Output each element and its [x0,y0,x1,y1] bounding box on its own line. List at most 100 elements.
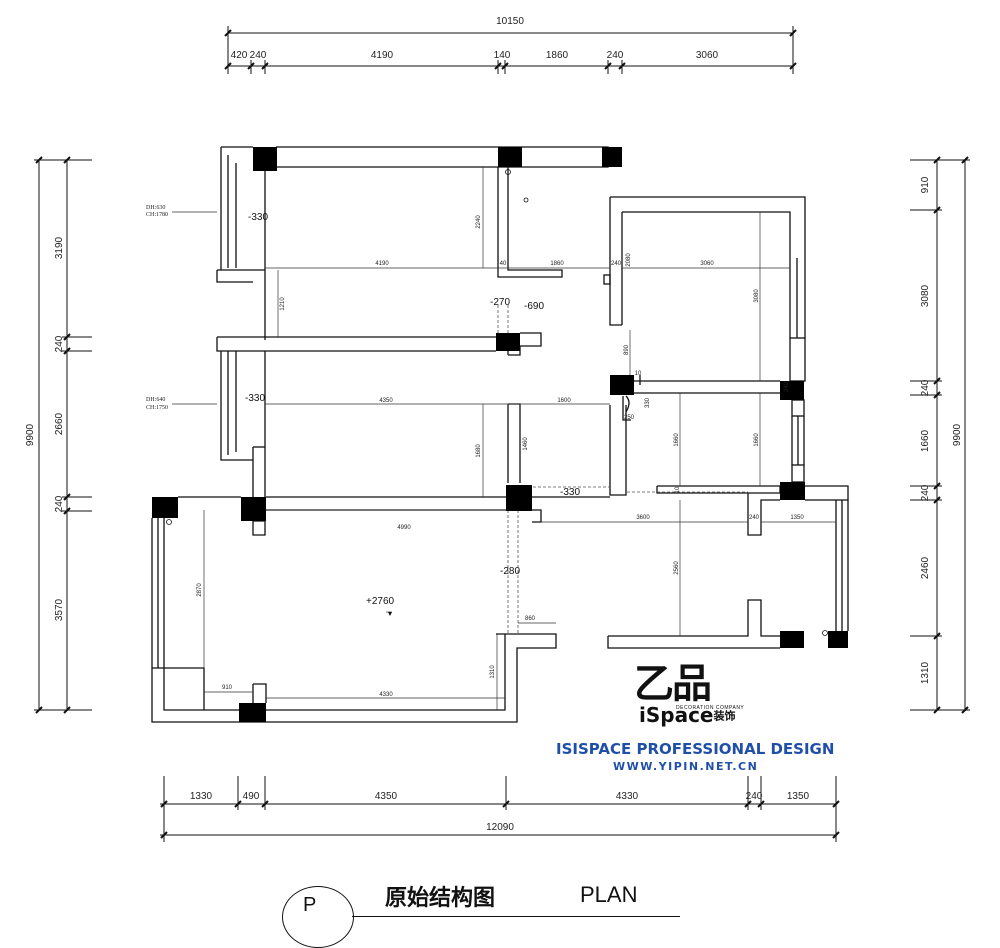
svg-text:3060: 3060 [700,261,714,267]
left-seg-4: 240 [54,495,65,512]
top-seg-1: 420 [231,50,248,61]
svg-text:DH:640: DH:640 [146,397,165,403]
floor-plan-drawing: 10150 420 240 4190 140 1860 240 3060 133… [25,16,970,842]
right-seg-6: 2460 [920,556,931,579]
window-notes: DH:630 CH:1780 DH:640 CH:1750 [146,205,168,411]
svg-text:910: 910 [222,685,233,691]
svg-text:4350: 4350 [379,398,393,404]
top-seg-6: 240 [607,50,624,61]
right-total-label: 9900 [952,423,963,446]
bottom-seg-5: 240 [746,791,763,802]
brand-logo-chinese: 乙品 [634,661,712,707]
right-seg-7: 1310 [920,661,931,684]
top-total-label: 10150 [496,16,524,27]
svg-text:1210: 1210 [280,297,286,311]
svg-text:330: 330 [645,397,651,408]
level-tag-bedroom2: -330 [245,393,265,404]
svg-text:CH:1750: CH:1750 [146,405,168,411]
level-tag-height: +2760 [366,596,395,607]
bottom-dimension-lines [160,776,837,842]
svg-text:3600: 3600 [636,515,650,521]
floor-drains [166,169,828,636]
level-tags: -330 -270 -690 -330 -330 -280 +2760 [245,212,580,607]
right-dimension-lines [910,159,970,711]
bottom-total-label: 12090 [486,822,514,833]
title-badge-letter: P [303,894,317,916]
bottom-seg-1: 1330 [190,791,213,802]
walls [151,146,849,723]
right-seg-2: 3080 [920,284,931,307]
svg-text:2240: 2240 [476,215,482,229]
bottom-seg-6: 1350 [787,791,810,802]
top-seg-7: 3060 [696,50,719,61]
level-marker-icon [388,612,392,616]
right-seg-1: 910 [920,176,931,193]
left-seg-1: 3190 [54,236,65,259]
brand-logo-english: iSpace装饰 [639,704,736,728]
svg-text:2080: 2080 [626,253,632,267]
right-dim-labels: 9900 910 3080 240 1660 240 2460 1310 [920,176,963,684]
level-tag-bath-b: -690 [524,301,544,312]
brand-company-tag: DECORATION COMPANY [676,705,745,711]
brand-slogan: ISISPACE PROFESSIONAL DESIGN [556,740,835,758]
right-seg-3: 240 [920,379,931,396]
svg-text:2870: 2870 [197,583,203,597]
bottom-seg-3: 4350 [375,791,398,802]
left-dim-labels: 9900 3190 240 2660 240 3570 [25,236,65,621]
svg-text:DH:630: DH:630 [146,205,165,211]
top-seg-5: 1860 [546,50,569,61]
left-seg-3: 2660 [54,412,65,435]
bottom-seg-2: 490 [243,791,260,802]
svg-text:1860: 1860 [550,261,564,267]
svg-text:1310: 1310 [490,665,496,679]
svg-text:860: 860 [525,616,536,622]
left-total-label: 9900 [25,423,36,446]
right-seg-5: 240 [920,484,931,501]
svg-text:1600: 1600 [557,398,571,404]
top-seg-3: 4190 [371,50,394,61]
top-seg-4: 140 [494,50,511,61]
brand-logo-badge: 装饰 [713,709,736,723]
brand-url: WWW.YIPIN.NET.CN [613,760,759,773]
interior-dim-lines [172,167,836,710]
svg-text:1660: 1660 [674,433,680,447]
svg-text:1350: 1350 [790,515,804,521]
svg-text:40: 40 [500,261,507,267]
svg-text:240: 240 [611,261,622,267]
bottom-dim-labels: 1330 490 4350 4330 240 1350 12090 [190,791,810,833]
svg-text:10: 10 [635,371,642,377]
interior-dim-labels: 4190 40 1860 240 3060 2240 2080 3080 121… [197,215,804,698]
right-seg-4: 1660 [920,429,931,452]
svg-text:1680: 1680 [476,444,482,458]
svg-text:4190: 4190 [375,261,389,267]
svg-text:250: 250 [624,415,635,421]
svg-text:4330: 4330 [379,692,393,698]
svg-text:3080: 3080 [754,289,760,303]
svg-text:4990: 4990 [397,525,411,531]
svg-text:240: 240 [784,381,790,392]
svg-text:2560: 2560 [674,561,680,575]
drawing-title-chinese: 原始结构图 [385,886,496,911]
svg-text:890: 890 [624,344,630,355]
svg-text:240: 240 [749,515,760,521]
svg-text:1460: 1460 [523,437,529,451]
title-underline [352,916,680,917]
level-tag-hall: -330 [560,487,580,498]
dimension-ticks [35,29,969,839]
level-tag-living: -280 [500,566,520,577]
level-tag-bath-a: -270 [490,297,510,308]
bottom-seg-4: 4330 [616,791,639,802]
drawing-title-english: PLAN [580,882,638,907]
left-seg-2: 240 [54,335,65,352]
title-badge-circle [282,886,354,948]
top-dim-labels: 10150 420 240 4190 140 1860 240 3060 [231,16,719,61]
brand-logo-english-text: iSpace [639,703,714,727]
level-tag-bedroom1: -330 [248,212,268,223]
svg-text:1660: 1660 [754,433,760,447]
structural-columns [152,147,848,722]
openings [497,305,748,634]
svg-text:10: 10 [675,486,681,493]
svg-text:CH:1780: CH:1780 [146,212,168,218]
top-seg-2: 240 [250,50,267,61]
left-seg-5: 3570 [54,598,65,621]
